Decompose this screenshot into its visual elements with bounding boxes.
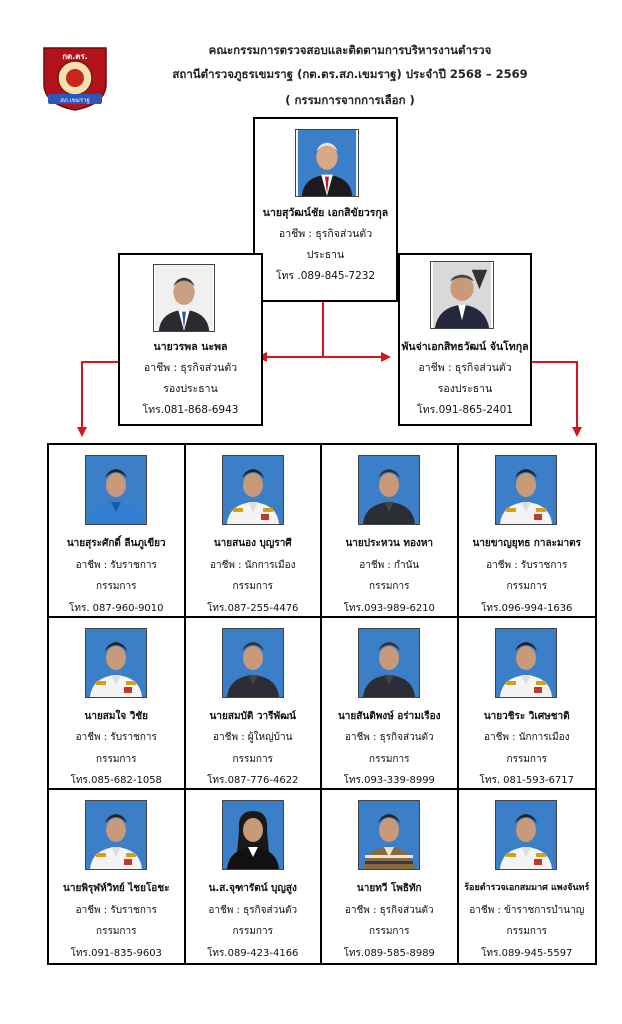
member-phone: โทร.089-945-5597 (481, 947, 573, 959)
member-phone: โทร. 081-593-6717 (479, 775, 575, 787)
member-card: นายสมใจ วิชัยอาชีพ : รับราชการกรรมการโทร… (49, 617, 186, 791)
header-line-2: สถานีตำรวจภูธรเขมราฐ (กต.ตร.สภ.เขมราฐ) ป… (172, 67, 528, 81)
member-job: อาชีพ : ผู้ใหญ่บ้าน (213, 732, 293, 744)
member-name: นายประหวน ทองหา (345, 538, 434, 549)
member-phone: โทร.089-585-8989 (343, 947, 435, 959)
vice-chair-card-left: นายวรพล นะพล อาชีพ : ธุรกิจส่วนตัว รองปร… (118, 253, 263, 426)
member-name: น.ส.จุฑารัตน์ บุญสูง (208, 883, 297, 895)
member-name: นายสันติพงษ์ อร่ามเรือง (337, 710, 441, 722)
member-phone: โทร.093-989-6210 (343, 602, 435, 614)
chair-photo (295, 129, 359, 197)
member-job: อาชีพ : ธุรกิจส่วนตัว (344, 732, 434, 744)
vice-chair-name-left: นายวรพล นะพล (153, 341, 228, 353)
member-job: อาชีพ : ธุรกิจส่วนตัว (208, 904, 298, 916)
member-card: นายประหวน ทองหาอาชีพ : กำนันกรรมการโทร.0… (322, 445, 459, 618)
member-photo (221, 800, 284, 871)
member-phone: โทร.096-994-1636 (481, 602, 573, 614)
member-role: กรรมการ (232, 753, 273, 765)
member-name: นายขาญยุทธ กาละมาตร (472, 538, 582, 549)
member-card: ร้อยตำรวจเอกสมมาศ แพงจันทร์อาชีพ : ข้ารา… (459, 790, 596, 963)
member-phone: โทร.087-255-4476 (207, 602, 299, 614)
member-card: นายสมบัติ วารีพัฒน์อาชีพ : ผู้ใหญ่บ้านกร… (185, 617, 322, 791)
member-card: นายสนอง บุญราศีอาชีพ : นักการเมืองกรรมกา… (185, 445, 322, 618)
header-line-3: ( กรรมการจากการเลือก ) (285, 93, 415, 107)
member-role: กรรมการ (96, 753, 137, 765)
member-job: อาชีพ : ข้าราชการบำนาญ (469, 904, 585, 916)
member-photo (494, 455, 557, 525)
member-name: นายวชิระ วิเศษชาติ (483, 710, 570, 722)
member-name: นายสุระศักดิ์ ลีนภูเขียว (66, 538, 166, 549)
logo-top-text: กต.ตร. (62, 52, 88, 61)
member-photo (85, 455, 147, 525)
vice-chair-photo-right (430, 261, 494, 329)
member-photo (358, 800, 420, 871)
member-card: น.ส.จุฑารัตน์ บุญสูงอาชีพ : ธุรกิจส่วนตั… (186, 790, 322, 963)
member-role: กรรมการ (369, 581, 410, 592)
member-phone: โทร.093-339-8999 (343, 775, 435, 787)
member-photo (358, 627, 420, 698)
member-role: กรรมการ (506, 581, 547, 592)
header-line-1: คณะกรรมการตรวจสอบและติดตามการบริหารงานตำ… (208, 43, 492, 57)
member-card: นายพิรุฬห์วิทย์ ไชยโอชะอาชีพ : รับราชการ… (49, 790, 186, 963)
member-role: กรรมการ (232, 581, 273, 592)
member-phone: โทร.089-423-4166 (207, 947, 299, 959)
member-role: กรรมการ (232, 926, 273, 938)
vice-chair-card-right: พันจ่าเอกสิทธวัฒน์ จันโทกุล อาชีพ : ธุรก… (398, 253, 532, 426)
member-job: อาชีพ : รับราชการ (75, 904, 157, 916)
vice-chair-name-right: พันจ่าเอกสิทธวัฒน์ จันโทกุล (401, 341, 529, 353)
member-card: นายทวี โพธิทักอาชีพ : ธุรกิจส่วนตัวกรรมก… (322, 790, 459, 963)
chair-name: นายสุวัฒน์ชัย เอกสิขัยวรกุล (262, 207, 389, 219)
member-role: กรรมการ (96, 926, 137, 938)
chair-job: อาชีพ : ธุรกิจส่วนตัว (278, 228, 373, 240)
member-job: อาชีพ : กำนัน (359, 559, 420, 571)
member-name: นายพิรุฬห์วิทย์ ไชยโอชะ (63, 883, 170, 895)
member-card: นายสุระศักดิ์ ลีนภูเขียวอาชีพ : รับราชกา… (49, 445, 186, 618)
member-photo (494, 800, 557, 871)
member-card: นายสันติพงษ์ อร่ามเรืองอาชีพ : ธุรกิจส่ว… (322, 617, 459, 791)
chair-phone: โทร .089-845-7232 (275, 270, 376, 282)
member-photo (221, 627, 284, 698)
chair-role: ประธาน (306, 249, 345, 261)
member-name: นายสมใจ วิชัย (84, 710, 149, 722)
member-phone: โทร. 087-960-9010 (68, 602, 164, 614)
member-job: อาชีพ : รับราชการ (486, 559, 568, 571)
vice-chair-role-left: รองประธาน (163, 383, 218, 395)
member-job: อาชีพ : นักการเมือง (483, 732, 570, 744)
member-role: กรรมการ (369, 926, 410, 938)
vice-chair-job-left: อาชีพ : ธุรกิจส่วนตัว (143, 362, 238, 374)
member-job: อาชีพ : รับราชการ (75, 559, 157, 571)
member-name: นายสนอง บุญราศี (213, 538, 292, 549)
member-photo (85, 627, 147, 698)
vice-chair-phone-right: โทร.091-865-2401 (417, 404, 513, 416)
member-job: อาชีพ : นักการเมือง (209, 559, 296, 571)
member-photo (221, 455, 284, 525)
logo-bottom-text: สภ.เขมราฐ (60, 97, 90, 104)
member-role: กรรมการ (506, 926, 547, 938)
members-grid: นายสุระศักดิ์ ลีนภูเขียวอาชีพ : รับราชกา… (47, 443, 597, 965)
member-photo (358, 455, 420, 525)
member-name: ร้อยตำรวจเอกสมมาศ แพงจันทร์ (464, 883, 590, 894)
member-name: นายสมบัติ วารีพัฒน์ (209, 710, 296, 722)
member-role: กรรมการ (369, 753, 410, 765)
member-role: กรรมการ (506, 753, 547, 765)
vice-chair-role-right: รองประธาน (437, 383, 493, 395)
member-name: นายทวี โพธิทัก (356, 883, 422, 895)
chair-card: นายสุวัฒน์ชัย เอกสิขัยวรกุล อาชีพ : ธุรก… (253, 117, 398, 302)
member-photo (494, 627, 557, 698)
vice-chair-photo-left (153, 264, 215, 332)
vice-chair-job-right: อาชีพ : ธุรกิจส่วนตัว (418, 362, 512, 374)
member-phone: โทร.085-682-1058 (70, 775, 162, 787)
member-card: นายวชิระ วิเศษชาติอาชีพ : นักการเมืองกรร… (458, 618, 595, 791)
kt-tr-logo: กต.ตร. สภ.เขมราฐ (40, 44, 110, 112)
member-phone: โทร.091-835-9603 (70, 947, 162, 959)
member-role: กรรมการ (96, 581, 137, 592)
member-job: อาชีพ : ธุรกิจส่วนตัว (344, 904, 434, 916)
vice-chair-phone-left: โทร.081-868-6943 (142, 404, 239, 416)
member-card: นายขาญยุทธ กาละมาตรอาชีพ : รับราชการกรรม… (458, 445, 595, 618)
member-photo (85, 800, 147, 871)
member-job: อาชีพ : รับราชการ (75, 732, 157, 744)
member-phone: โทร.087-776-4622 (207, 775, 299, 787)
